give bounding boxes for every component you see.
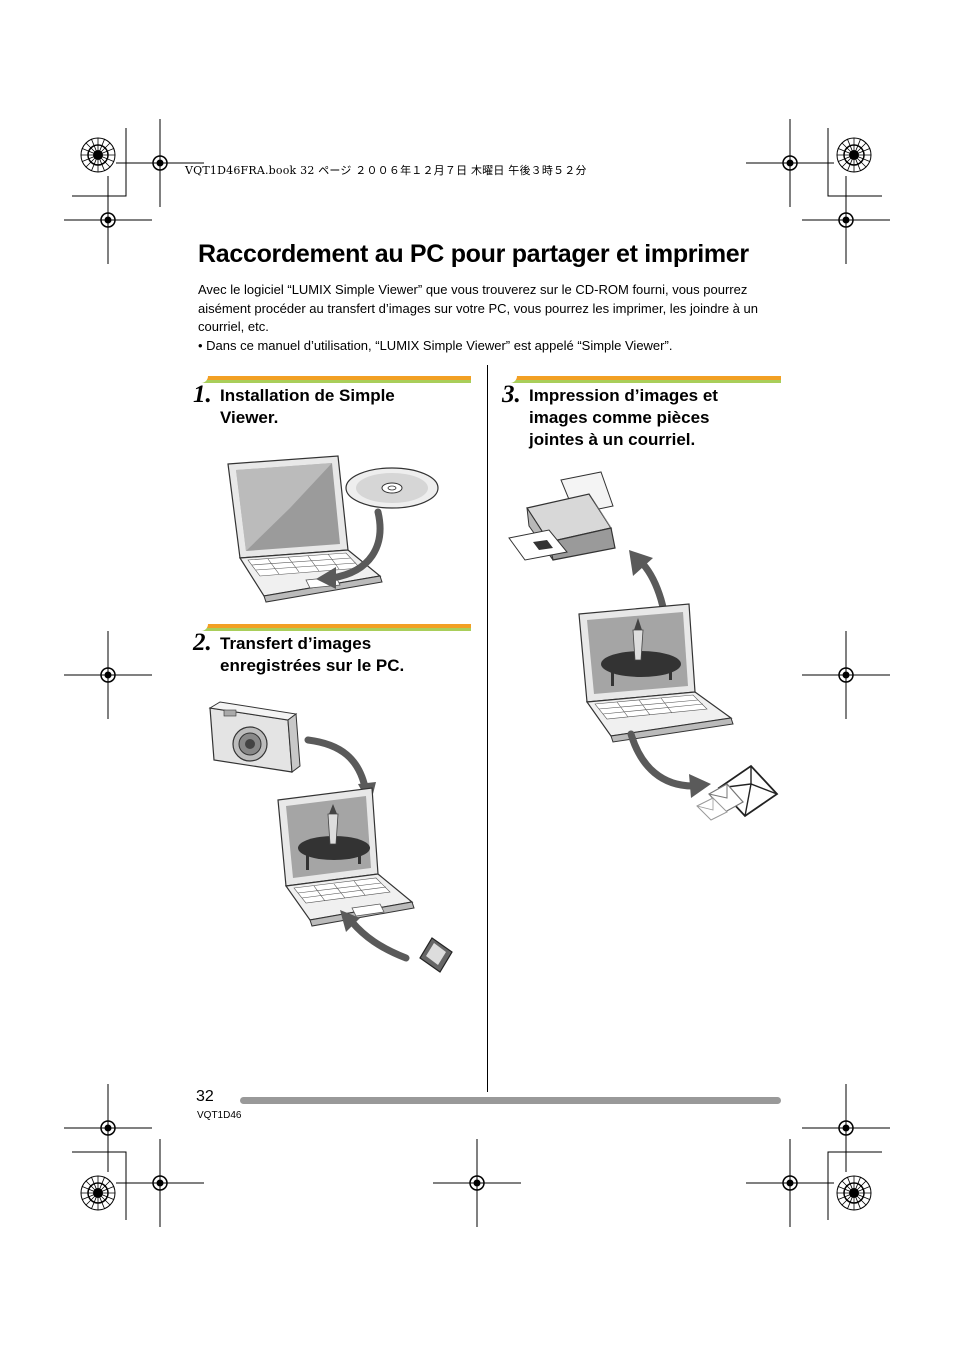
column-divider bbox=[487, 365, 488, 1092]
page-title: Raccordement au PC pour partager et impr… bbox=[198, 240, 749, 268]
print-header: VQT1D46FRA.book 32 ページ ２００６年１２月７日 木曜日 午後… bbox=[185, 164, 587, 177]
envelope-icon bbox=[696, 797, 728, 821]
intro-paragraph: Avec le logiciel “LUMIX Simple Viewer” q… bbox=[198, 282, 758, 334]
step-3-line-2: images comme pièces bbox=[529, 408, 710, 427]
step-1-line-2: Viewer. bbox=[220, 408, 279, 427]
camera-icon bbox=[208, 701, 301, 773]
step-3-line-1: Impression d’images et bbox=[529, 386, 718, 405]
cd-rom-icon bbox=[345, 467, 439, 509]
printer-icon bbox=[508, 471, 616, 561]
step-2-number: 2. bbox=[193, 629, 212, 656]
page-number: 32 bbox=[196, 1088, 214, 1105]
step-3-line-3: jointes à un courriel. bbox=[529, 430, 696, 449]
step-3-text: Impression d’images et images comme pièc… bbox=[529, 385, 718, 451]
intro-bullet: • Dans ce manuel d’utilisation, “LUMIX S… bbox=[198, 337, 673, 353]
step-2-line-2: enregistrées sur le PC. bbox=[220, 656, 405, 675]
install-illustration bbox=[227, 455, 439, 603]
document-code: VQT1D46 bbox=[197, 1110, 242, 1121]
step-1-text: Installation de Simple Viewer. bbox=[220, 385, 395, 429]
step-3-number: 3. bbox=[502, 381, 521, 408]
arrow-icon bbox=[316, 508, 384, 589]
step-1-number: 1. bbox=[193, 381, 212, 408]
arrow-icon bbox=[340, 910, 410, 962]
footer-bar bbox=[240, 1097, 781, 1104]
sd-card-icon bbox=[419, 937, 453, 973]
laptop-icon bbox=[277, 787, 415, 927]
step-2-line-1: Transfert d’images bbox=[220, 634, 372, 653]
step-2-bar bbox=[200, 624, 471, 631]
transfer-illustration bbox=[208, 701, 453, 973]
arrow-icon bbox=[627, 730, 711, 798]
intro-text: Avec le logiciel “LUMIX Simple Viewer” q… bbox=[198, 281, 778, 355]
step-1-bar bbox=[200, 376, 471, 383]
step-2-text: Transfert d’images enregistrées sur le P… bbox=[220, 633, 404, 677]
laptop-icon bbox=[227, 455, 383, 603]
print-mail-illustration bbox=[508, 471, 779, 821]
step-3-bar bbox=[509, 376, 781, 383]
laptop-icon bbox=[578, 603, 734, 743]
step-1-line-1: Installation de Simple bbox=[220, 386, 395, 405]
